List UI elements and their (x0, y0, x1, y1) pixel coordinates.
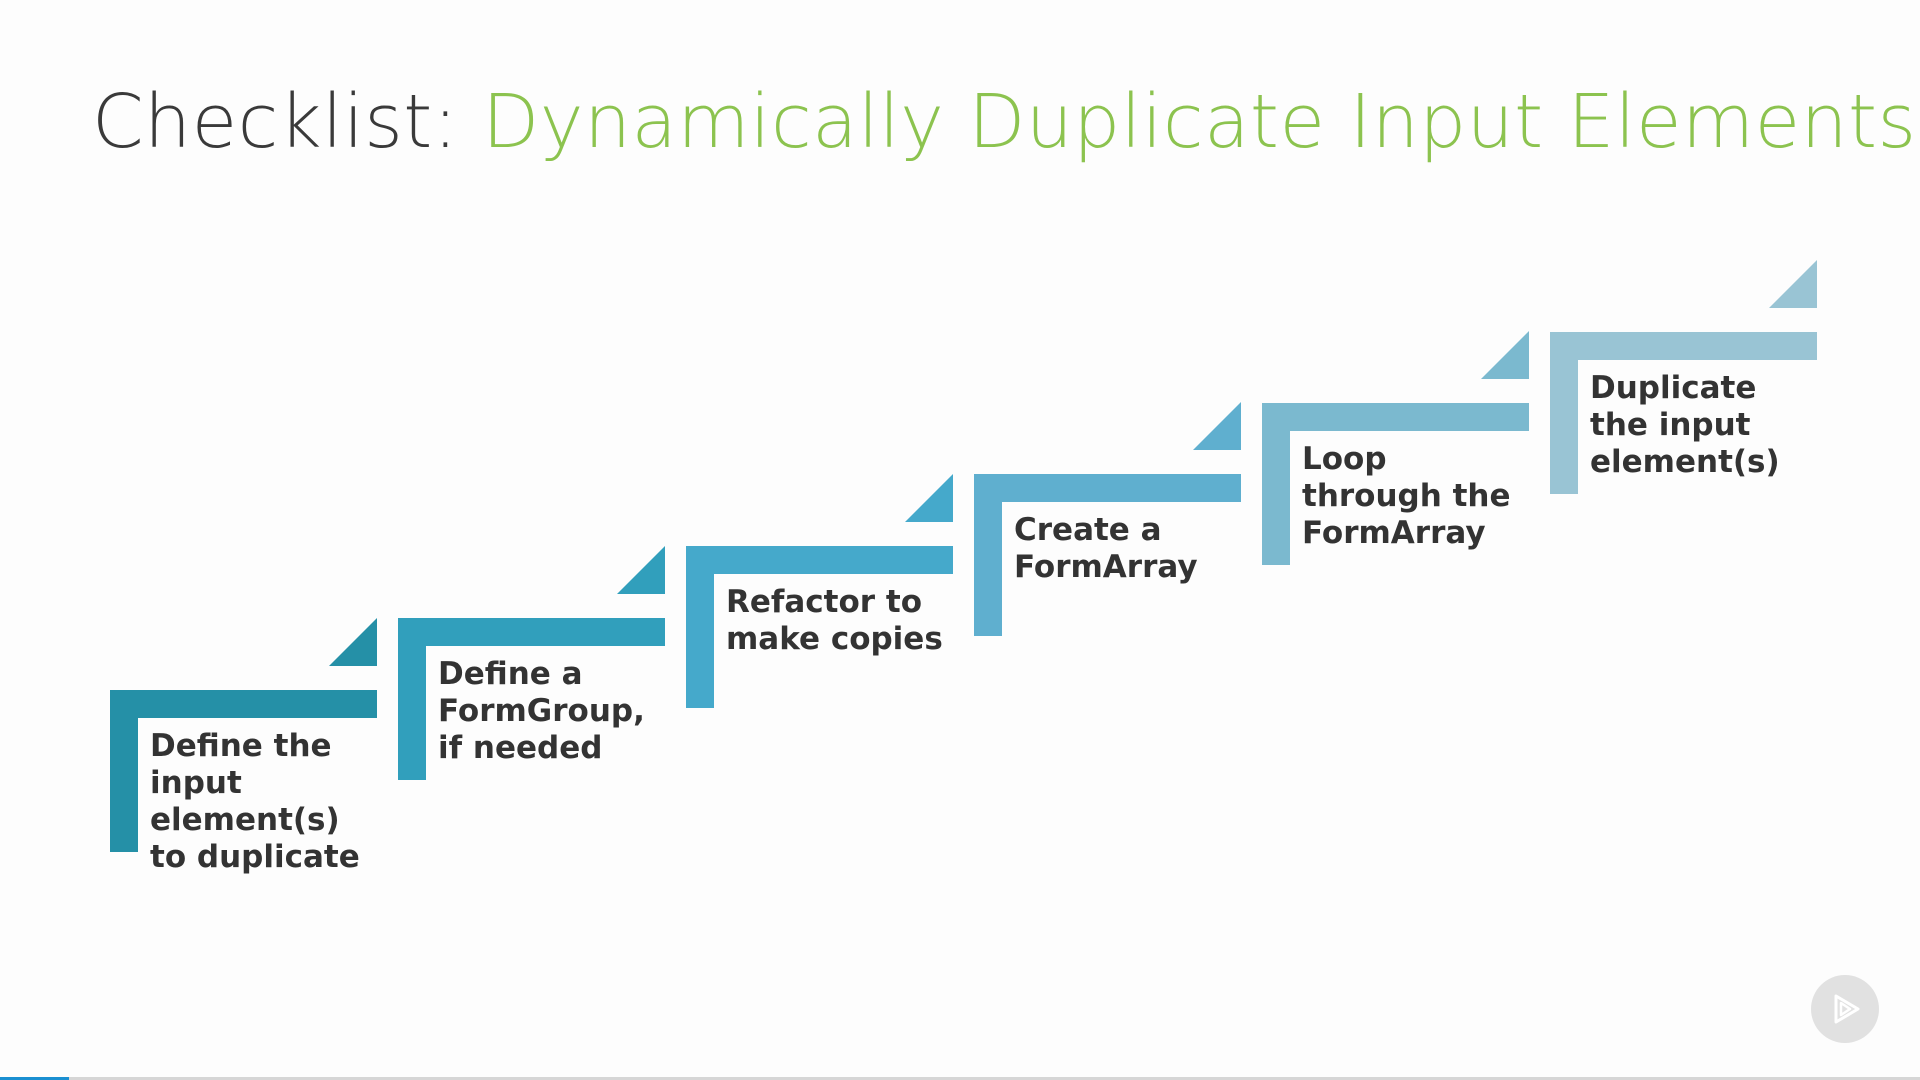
step-bar-left (110, 690, 138, 852)
step-6: Duplicate the input element(s) (1550, 260, 1820, 497)
step-4: Create a FormArray (974, 402, 1244, 639)
slide-title: Checklist: Dynamically Duplicate Input E… (92, 78, 1917, 167)
step-bar-left (398, 618, 426, 780)
step-arrow-icon (905, 474, 953, 522)
title-accent: Dynamically Duplicate Input Elements (482, 79, 1917, 165)
progress-fill (0, 1077, 70, 1080)
step-arrow-icon (617, 546, 665, 594)
step-2: Define a FormGroup, if needed (398, 546, 668, 783)
step-arrow-icon (329, 618, 377, 666)
step-label: Refactor to make copies (726, 584, 943, 657)
step-arrow-icon (1193, 402, 1241, 450)
step-bar-top (974, 474, 1241, 502)
step-bar-top (1262, 403, 1529, 431)
step-bar-top (1550, 332, 1817, 360)
step-bar-left (1550, 332, 1578, 494)
step-bar-left (974, 474, 1002, 636)
title-prefix: Checklist: (92, 79, 459, 165)
step-label: Loop through the FormArray (1302, 441, 1511, 551)
step-label: Define a FormGroup, if needed (438, 656, 645, 766)
step-label: Duplicate the input element(s) (1590, 370, 1780, 480)
step-label: Create a FormArray (1014, 512, 1198, 585)
step-arrow-icon (1481, 331, 1529, 379)
step-bar-top (398, 618, 665, 646)
step-3: Refactor to make copies (686, 474, 956, 711)
step-bar-left (1262, 403, 1290, 565)
step-1: Define the input element(s) to duplicate (110, 618, 380, 875)
step-bar-top (686, 546, 953, 574)
play-button[interactable] (1811, 975, 1879, 1043)
step-label: Define the input element(s) to duplicate (150, 728, 360, 875)
play-icon (1834, 994, 1860, 1024)
step-arrow-icon (1769, 260, 1817, 308)
step-5: Loop through the FormArray (1262, 331, 1532, 568)
step-bar-top (110, 690, 377, 718)
progress-track[interactable] (0, 1077, 1920, 1080)
step-bar-left (686, 546, 714, 708)
